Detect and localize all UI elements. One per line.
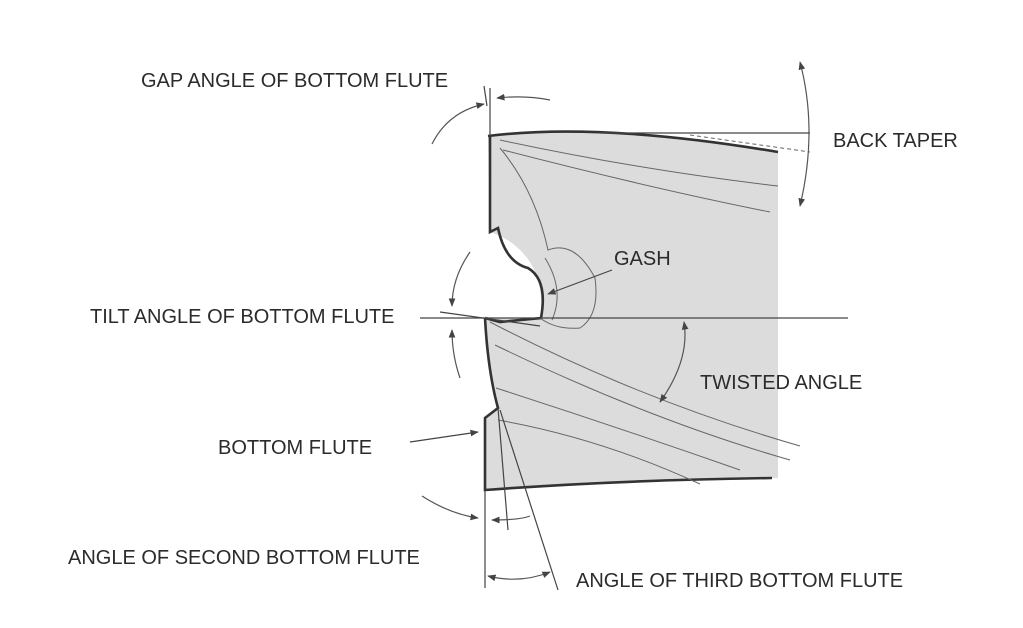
gap-arc-right [496, 93, 551, 101]
back-taper-dashed [689, 134, 811, 153]
label-back-taper: BACK TAPER [833, 130, 958, 152]
tilt-arc-upper [448, 251, 471, 307]
second-flute-line [497, 407, 509, 531]
label-gash: GASH [614, 248, 671, 270]
flute-line-1 [499, 139, 779, 187]
label-angle-third: ANGLE OF THIRD BOTTOM FLUTE [576, 570, 904, 592]
second-angle-arc-right [491, 515, 531, 524]
gap-arc-left [431, 102, 485, 145]
label-twisted-angle: TWISTED ANGLE [700, 372, 863, 394]
flute-line-5 [495, 387, 741, 471]
label-gap-angle: GAP ANGLE OF BOTTOM FLUTE [141, 70, 449, 92]
tilt-arc-lower [448, 329, 461, 379]
label-tilt-angle: TILT ANGLE OF BOTTOM FLUTE [90, 306, 395, 328]
tilt-line [439, 311, 541, 327]
left-edge-lower [483, 317, 773, 492]
tool-body-lower [485, 318, 778, 490]
gash-inner [544, 257, 558, 321]
left-edge-upper [484, 136, 545, 324]
gap-tick-line [483, 85, 488, 107]
back-taper-arc [798, 61, 810, 207]
flute-line-4 [494, 344, 791, 461]
second-angle-arc-left [421, 495, 479, 521]
gash-outline [499, 147, 597, 329]
tool-body-upper [488, 131, 778, 318]
label-bottom-flute: BOTTOM FLUTE [218, 437, 373, 459]
flute-line-6 [497, 419, 701, 485]
twisted-angle-arc [659, 321, 689, 403]
third-angle-arc [487, 571, 551, 582]
third-flute-line [499, 409, 559, 591]
gash-pointer [547, 269, 613, 295]
bottom-flute-pointer [409, 429, 479, 443]
flute-line-3 [489, 321, 801, 447]
flute-line-2 [502, 149, 771, 213]
label-angle-second: ANGLE OF SECOND BOTTOM FLUTE [68, 547, 420, 569]
